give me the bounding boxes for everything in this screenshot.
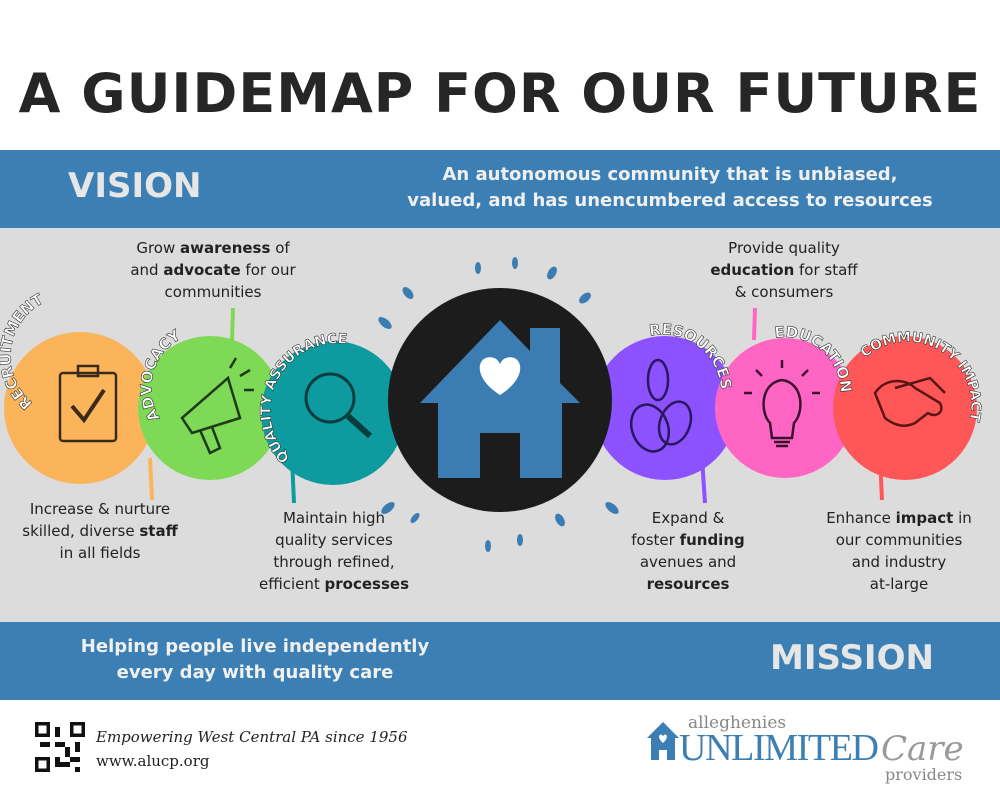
mission-line: Helping people live independently	[80, 636, 430, 657]
resources-circle	[593, 336, 737, 480]
vision-band: VISION An autonomous community that is u…	[0, 150, 1000, 228]
community-impact-circle	[833, 336, 977, 480]
caption-resources: Expand & foster funding avenues and reso…	[631, 509, 745, 593]
handshake-icon	[873, 376, 946, 427]
vision-line: An autonomous community that is unbiased…	[442, 164, 898, 185]
house-heart-icon	[420, 320, 580, 478]
coins-icon	[629, 358, 693, 453]
logo-bottom: providers	[885, 765, 962, 784]
logo-main: UNLIMITED	[679, 727, 879, 769]
paint-drip	[230, 307, 235, 341]
company-logo: alleghenies UNLIMITED Care providers	[645, 708, 975, 788]
caption-community-impact: Enhance impact in our communities and in…	[826, 509, 972, 593]
vision-line: valued, and has unencumbered access to r…	[407, 190, 933, 211]
logo-top: alleghenies	[688, 713, 786, 733]
lightbulb-icon	[744, 360, 820, 448]
megaphone-icon	[180, 357, 254, 455]
logo-care: Care	[881, 729, 964, 769]
mission-line: every day with quality care	[116, 662, 394, 683]
education-circle	[715, 338, 855, 478]
caption-quality-assurance: Maintain high quality services through r…	[259, 509, 409, 593]
page-title: A GUIDEMAP FOR OUR FUTURE	[18, 62, 982, 125]
clipboard-check-icon	[58, 364, 118, 443]
caption-advocacy: Grow awareness of and advocate for our c…	[130, 239, 296, 301]
mission-statement: Helping people live independently every …	[60, 634, 450, 686]
magnifying-glass-icon	[304, 372, 373, 439]
caption-education: Provide quality education for staff & co…	[710, 239, 858, 301]
recruitment-circle	[4, 332, 156, 484]
quality-assurance-circle	[261, 341, 405, 485]
logo-house-icon	[647, 722, 679, 760]
pillars-diagram: RECRUITMENT ADVOCACY QUALITY ASSURANCE R…	[0, 257, 984, 552]
vision-label: VISION	[68, 166, 202, 206]
mission-label: MISSION	[770, 638, 934, 678]
footer-url[interactable]: www.alucp.org	[96, 752, 210, 770]
paint-drip	[752, 307, 757, 341]
qr-code-icon[interactable]	[35, 722, 85, 772]
center-splash	[378, 257, 619, 552]
vision-statement: An autonomous community that is unbiased…	[400, 162, 940, 214]
mission-band: Helping people live independently every …	[0, 622, 1000, 700]
footer-tagline: Empowering West Central PA since 1956	[96, 728, 408, 746]
paint-drip	[148, 457, 154, 501]
caption-recruitment: Increase & nurture skilled, diverse staf…	[22, 500, 178, 562]
